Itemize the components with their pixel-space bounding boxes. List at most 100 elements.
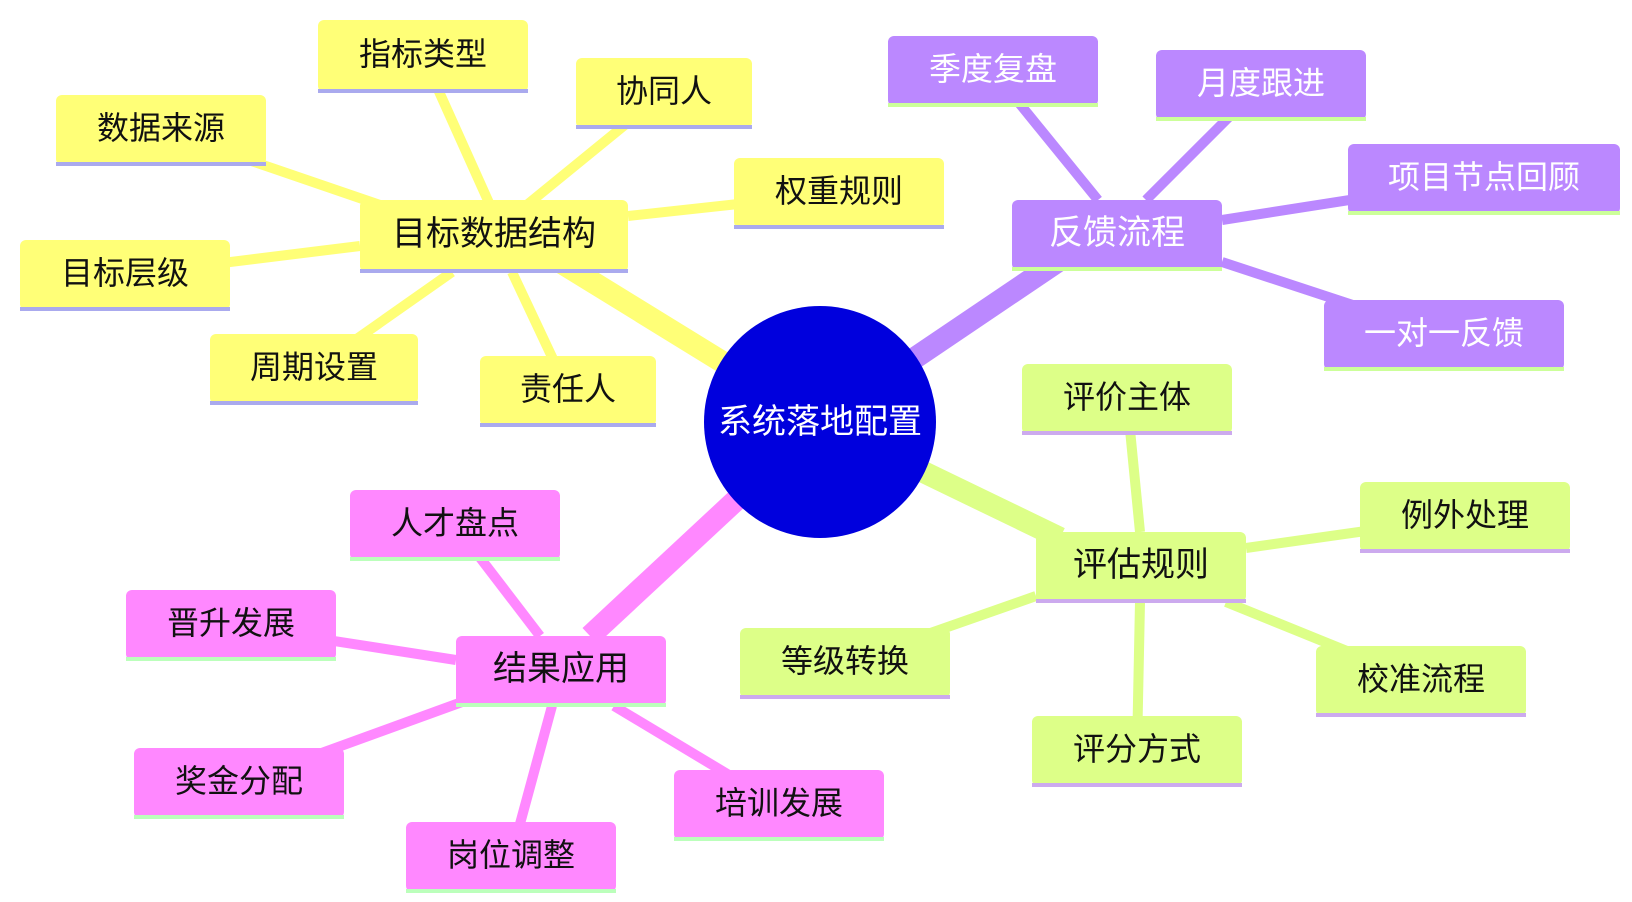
node-fb-project-box [1348, 144, 1620, 214]
node-ap-promotion-label: 晋升发展 [167, 604, 295, 642]
node-goal-period-label: 周期设置 [250, 348, 378, 386]
node-goal-owner[interactable]: 责任人 [480, 356, 656, 427]
node-ev-subject-underline [1022, 431, 1232, 435]
node-ap-promotion-underline [126, 657, 336, 661]
node-fb-month[interactable]: 月度跟进 [1156, 50, 1366, 121]
node-ev-grade-box [740, 628, 950, 698]
node-goal-level-box [20, 240, 230, 310]
node-fb-quarter-underline [888, 103, 1098, 107]
node-fb-1on1[interactable]: 一对一反馈 [1324, 300, 1564, 371]
node-fb-1on1-label: 一对一反馈 [1364, 314, 1524, 352]
node-ap-talent[interactable]: 人才盘点 [350, 490, 560, 561]
node-ap-training[interactable]: 培训发展 [674, 770, 884, 841]
node-goal-period[interactable]: 周期设置 [210, 334, 418, 405]
node-goal-period-underline [210, 401, 418, 405]
node-ev-subject-label: 评价主体 [1063, 378, 1191, 416]
node-ap-position-box [406, 822, 616, 892]
root-label: 系统落地配置 [718, 402, 922, 442]
node-ev-exception-underline [1360, 549, 1570, 553]
node-goal-owner-label: 责任人 [520, 370, 616, 408]
branch-feedback-label: 反馈流程 [1049, 213, 1185, 253]
node-ev-scoring-label: 评分方式 [1073, 730, 1201, 768]
branch-goal[interactable]: 目标数据结构 [360, 200, 628, 273]
node-fb-quarter[interactable]: 季度复盘 [888, 36, 1098, 107]
branch-goal-underline [360, 269, 628, 273]
node-ev-exception-label: 例外处理 [1401, 496, 1529, 534]
node-ev-calibrate[interactable]: 校准流程 [1316, 646, 1526, 717]
node-ev-calibrate-box [1316, 646, 1526, 716]
node-ev-scoring-underline [1032, 783, 1242, 787]
trunk-apply [582, 486, 750, 645]
branch-apply[interactable]: 结果应用 [456, 636, 666, 707]
node-goal-type-underline [318, 89, 528, 93]
node-goal-level-label: 目标层级 [61, 254, 189, 292]
node-goal-weight-box [734, 158, 944, 228]
node-fb-quarter-box [888, 36, 1098, 106]
node-goal-level[interactable]: 目标层级 [20, 240, 230, 311]
node-ev-subject[interactable]: 评价主体 [1022, 364, 1232, 435]
node-ev-scoring-box [1032, 716, 1242, 786]
node-goal-owner-box [480, 356, 656, 426]
node-fb-quarter-label: 季度复盘 [929, 50, 1057, 88]
node-ap-position-label: 岗位调整 [447, 836, 575, 874]
node-ev-exception[interactable]: 例外处理 [1360, 482, 1570, 553]
branch-feedback[interactable]: 反馈流程 [1012, 200, 1222, 271]
node-goal-type-label: 指标类型 [359, 35, 487, 73]
node-goal-coworker-label: 协同人 [616, 72, 712, 110]
branch-goal-label: 目标数据结构 [392, 214, 596, 254]
branch-eval-box [1036, 532, 1246, 602]
node-ev-grade[interactable]: 等级转换 [740, 628, 950, 699]
node-goal-source-box [56, 95, 266, 165]
branch-eval[interactable]: 评估规则 [1036, 532, 1246, 603]
node-goal-level-underline [20, 307, 230, 311]
node-fb-project-label: 项目节点回顾 [1388, 158, 1580, 196]
branch-apply-label: 结果应用 [493, 649, 629, 689]
node-goal-weight[interactable]: 权重规则 [734, 158, 944, 229]
node-goal-source-label: 数据来源 [97, 109, 225, 147]
node-ev-exception-box [1360, 482, 1570, 552]
branch-eval-underline [1036, 599, 1246, 603]
node-fb-month-underline [1156, 117, 1366, 121]
node-ap-talent-box [350, 490, 560, 560]
node-fb-month-box [1156, 50, 1366, 120]
node-ev-grade-underline [740, 695, 950, 699]
root-node[interactable]: 系统落地配置 [704, 306, 936, 538]
node-goal-owner-underline [480, 423, 656, 427]
node-ap-talent-label: 人才盘点 [391, 504, 519, 542]
branch-eval-label: 评估规则 [1073, 545, 1209, 585]
node-fb-1on1-box [1324, 300, 1564, 370]
node-fb-project-underline [1348, 211, 1620, 215]
node-ev-calibrate-underline [1316, 713, 1526, 717]
node-goal-type-box [318, 20, 528, 92]
node-ap-bonus-box [134, 748, 344, 818]
node-fb-month-label: 月度跟进 [1197, 64, 1325, 102]
node-ap-bonus[interactable]: 奖金分配 [134, 748, 344, 819]
branch-feedback-underline [1012, 267, 1222, 271]
node-ev-grade-label: 等级转换 [781, 642, 909, 680]
node-ap-bonus-label: 奖金分配 [175, 762, 303, 800]
node-ap-position[interactable]: 岗位调整 [406, 822, 616, 893]
branch-apply-box [456, 636, 666, 706]
node-goal-source[interactable]: 数据来源 [56, 95, 266, 166]
node-goal-coworker-underline [576, 125, 752, 129]
node-goal-type[interactable]: 指标类型 [318, 20, 528, 93]
node-ap-promotion[interactable]: 晋升发展 [126, 590, 336, 661]
node-goal-coworker[interactable]: 协同人 [576, 58, 752, 129]
node-ap-talent-underline [350, 557, 560, 561]
node-ev-subject-box [1022, 364, 1232, 434]
branch-goal-box [360, 200, 628, 272]
trunk-eval [910, 458, 1065, 548]
node-ap-position-underline [406, 889, 616, 893]
node-goal-weight-label: 权重规则 [775, 172, 903, 210]
node-fb-project[interactable]: 项目节点回顾 [1348, 144, 1620, 215]
branch-feedback-box [1012, 200, 1222, 270]
node-ev-calibrate-label: 校准流程 [1357, 660, 1485, 698]
node-goal-period-box [210, 334, 418, 404]
node-goal-source-underline [56, 162, 266, 166]
node-ev-scoring[interactable]: 评分方式 [1032, 716, 1242, 787]
node-ap-bonus-underline [134, 815, 344, 819]
root-circle [704, 306, 936, 538]
branch-apply-underline [456, 703, 666, 707]
